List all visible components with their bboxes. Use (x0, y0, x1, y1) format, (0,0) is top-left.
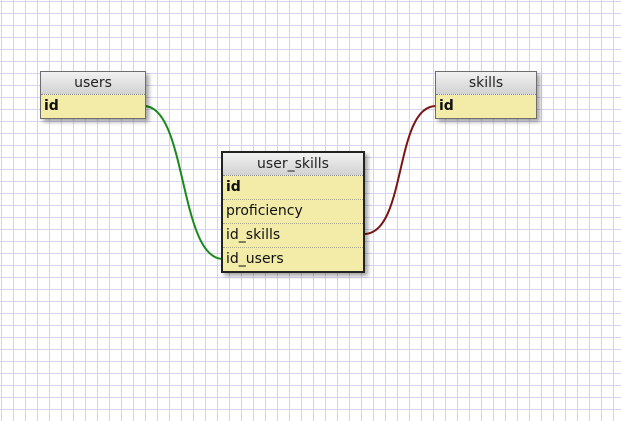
table-users-title: users (41, 72, 145, 95)
field-user-skills-proficiency[interactable]: proficiency (223, 200, 363, 224)
table-skills-title: skills (436, 72, 536, 95)
field-user-skills-id-users[interactable]: id_users (226, 251, 284, 267)
field-skills-id[interactable]: id (439, 98, 454, 114)
table-users[interactable]: users id (40, 71, 146, 119)
table-skills[interactable]: skills id (435, 71, 537, 119)
table-user-skills[interactable]: user_skills id proficiency id_skills id_… (221, 151, 365, 273)
table-user-skills-title: user_skills (223, 153, 363, 176)
field-users-id[interactable]: id (44, 98, 59, 114)
relation-users-id-to-user-skills-id-users[interactable] (143, 105, 224, 260)
relation-skills-id-to-user-skills-id-skills[interactable] (363, 105, 437, 235)
field-user-skills-id[interactable]: id (223, 176, 363, 200)
field-user-skills-id-skills[interactable]: id_skills (223, 224, 363, 248)
